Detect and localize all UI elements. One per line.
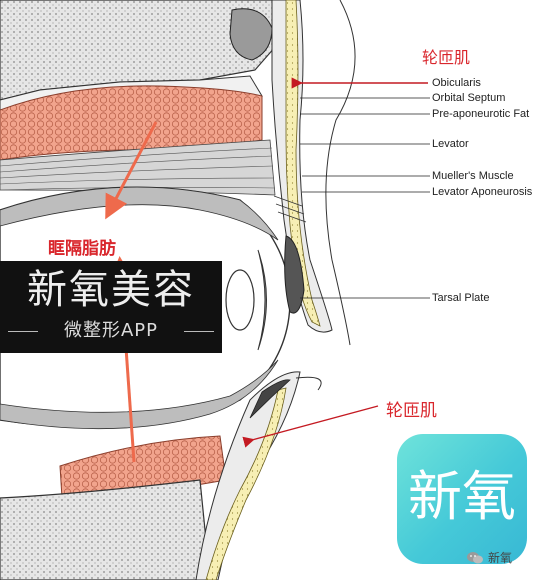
lower-bone [0, 479, 211, 580]
globe-shell-low [0, 359, 279, 430]
annotation-orbicularis-bottom: 轮匝肌 [386, 401, 437, 421]
upper-fat [0, 85, 263, 161]
watermark-dash-right [184, 331, 214, 332]
app-logo-text: 新氧 [408, 465, 516, 528]
tarsal-plate [284, 235, 305, 314]
label-muellers-muscle: Mueller's Muscle [432, 170, 514, 182]
iris [257, 249, 267, 351]
arrow-fat-upper [105, 121, 158, 220]
watermark-brand: 新氧美容 [27, 267, 195, 313]
lower-tarsus [249, 379, 291, 419]
watermark-dash-left [8, 331, 38, 332]
wechat-icon [467, 552, 483, 564]
app-logo: 新氧 [397, 434, 527, 564]
watermark-sub: 微整形APP [63, 320, 159, 341]
annotation-orbital-fat: 眶隔脂肪 [48, 239, 116, 259]
lens [225, 269, 255, 331]
label-levator-aponeurosis: Levator Aponeurosis [432, 186, 533, 198]
watermark-box: 新氧美容 微整形APP [0, 261, 222, 353]
watermark-sub-row: 微整形APP [0, 319, 222, 343]
label-preaponeurotic-fat: Pre-aponeurotic Fat [432, 108, 530, 120]
label-obicularis: Obicularis [432, 77, 481, 89]
label-tarsal-plate: Tarsal Plate [432, 292, 490, 304]
label-levator: Levator [432, 138, 469, 150]
arrow-orbicularis-bottom [242, 405, 379, 448]
annotation-orbicularis-top: 轮匝肌 [422, 48, 471, 67]
sinus [229, 8, 273, 61]
wechat-account-name: 新氧 [488, 551, 513, 565]
label-orbital-septum: Orbital Septum [432, 92, 506, 104]
